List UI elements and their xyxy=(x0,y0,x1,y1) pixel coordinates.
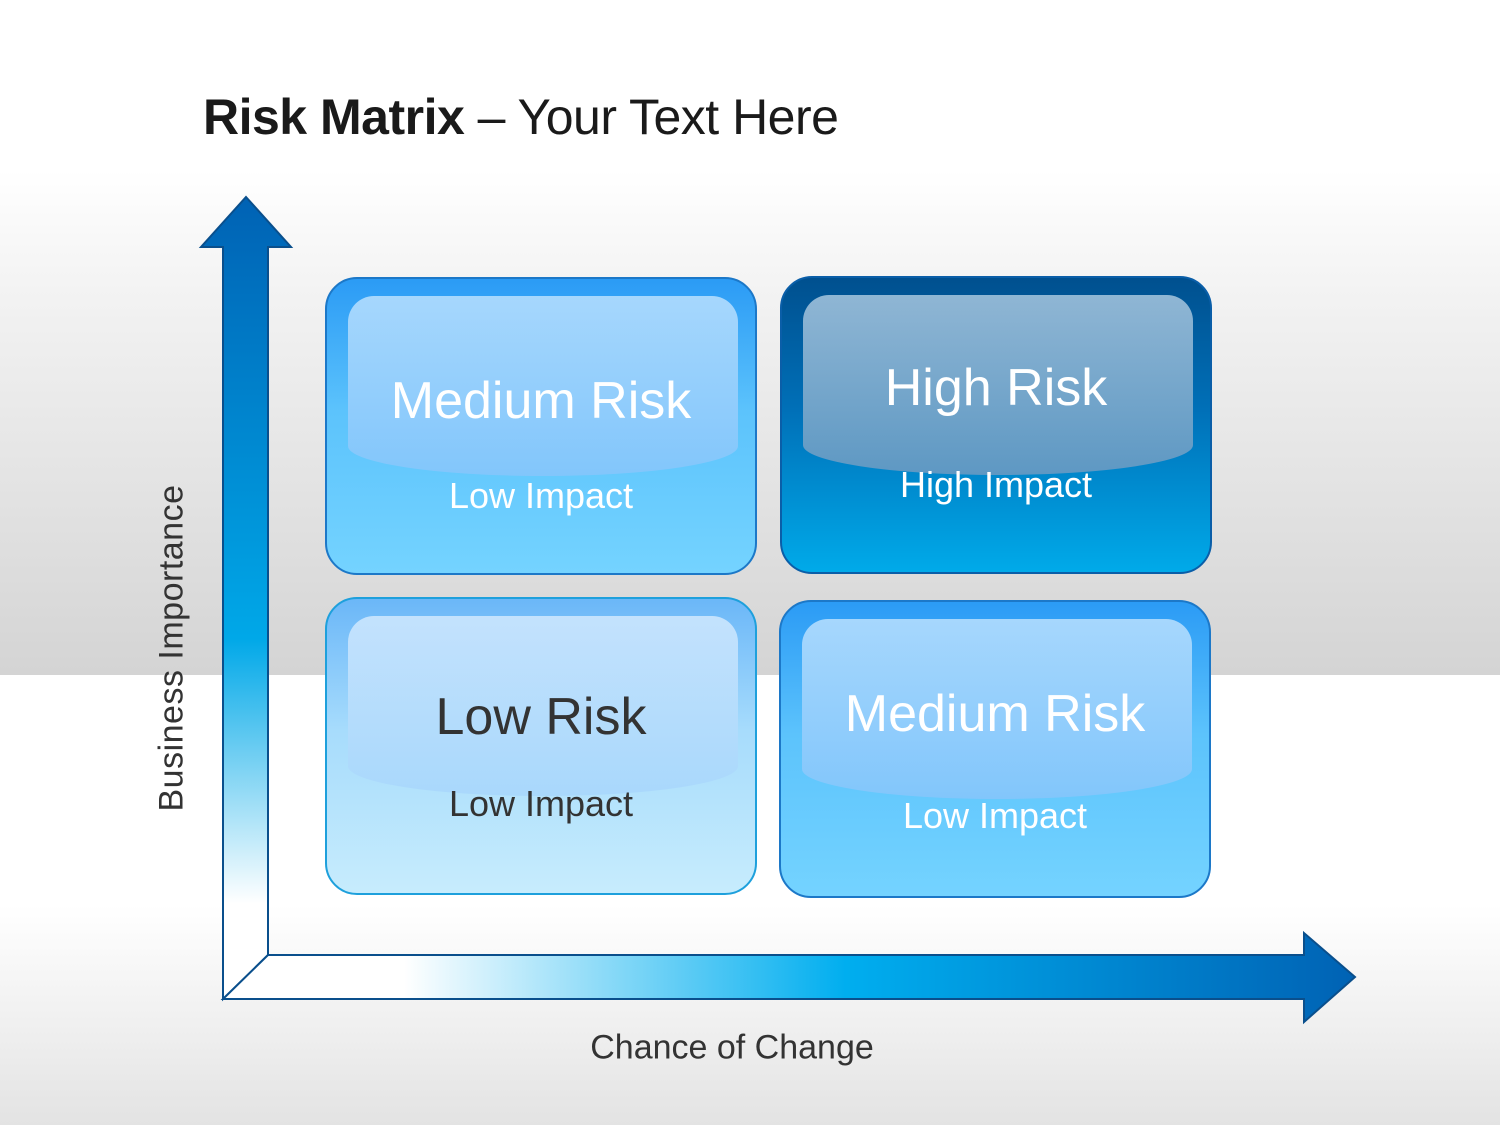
cell-risk-label: Low Risk xyxy=(435,688,647,746)
cell-high-risk-top-right: High Risk High Impact xyxy=(780,276,1212,574)
cell-impact-label: Low Impact xyxy=(902,795,1088,836)
cell-gloss xyxy=(802,619,1192,799)
title-bold: Risk Matrix xyxy=(203,89,465,145)
cell-gloss xyxy=(348,616,738,796)
vertical-arrow xyxy=(198,195,294,1002)
slide-title: Risk Matrix – Your Text Here xyxy=(203,88,839,146)
y-axis-label: Business Importance xyxy=(152,484,191,812)
cell-impact-label: High Impact xyxy=(899,464,1093,505)
x-axis-label: Chance of Change xyxy=(590,1028,874,1067)
cell-medium-risk-bottom-right: Medium Risk Low Impact xyxy=(779,600,1211,898)
cell-impact-label: Low Impact xyxy=(448,783,634,824)
cell-impact-label: Low Impact xyxy=(448,475,634,516)
cell-low-risk-bottom-left: Low Risk Low Impact xyxy=(325,597,757,895)
cell-risk-label: Medium Risk xyxy=(844,685,1146,743)
cell-risk-label: High Risk xyxy=(884,359,1108,417)
cell-risk-label: Medium Risk xyxy=(390,372,692,430)
cell-gloss xyxy=(348,296,738,476)
title-rest: – Your Text Here xyxy=(464,89,839,145)
horizontal-arrow xyxy=(220,930,1357,1025)
cell-gloss xyxy=(803,295,1193,475)
cell-medium-risk-top-left: Medium Risk Low Impact xyxy=(325,277,757,575)
